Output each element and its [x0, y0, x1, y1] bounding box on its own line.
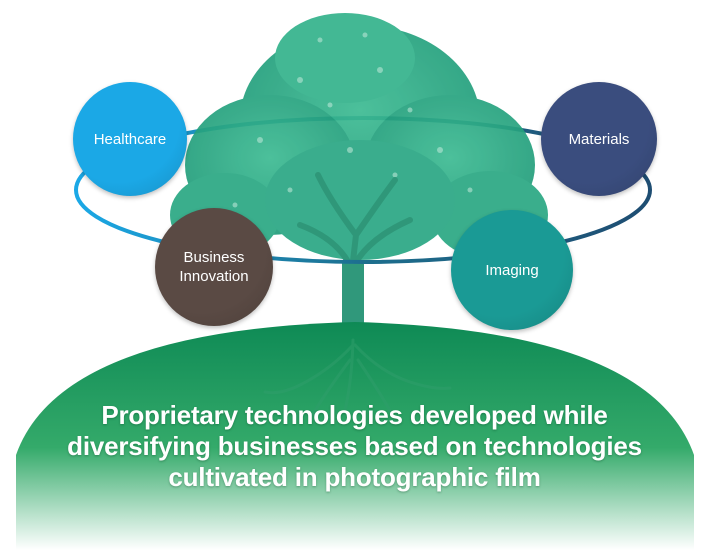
- node-materials: Materials: [541, 82, 657, 196]
- node-business-label-line2: Innovation: [179, 268, 249, 285]
- ground-dome: [16, 322, 694, 550]
- orbit-ring-front: [74, 189, 652, 264]
- diagram-caption: Proprietary technologies developed while…: [0, 400, 709, 493]
- node-imaging: Imaging: [451, 210, 573, 330]
- caption-line-3: cultivated in photographic film: [168, 462, 541, 492]
- node-healthcare-label: Healthcare: [93, 130, 167, 148]
- node-business-innovation: Business Innovation: [155, 208, 273, 326]
- node-materials-label: Materials: [568, 130, 630, 148]
- node-business-label-line1: Business: [183, 249, 245, 266]
- node-healthcare: Healthcare: [73, 82, 187, 196]
- caption-line-1: Proprietary technologies developed while: [101, 400, 608, 430]
- caption-line-2: diversifying businesses based on technol…: [67, 431, 642, 461]
- roots-icon: [263, 338, 452, 422]
- node-imaging-label: Imaging: [485, 261, 539, 279]
